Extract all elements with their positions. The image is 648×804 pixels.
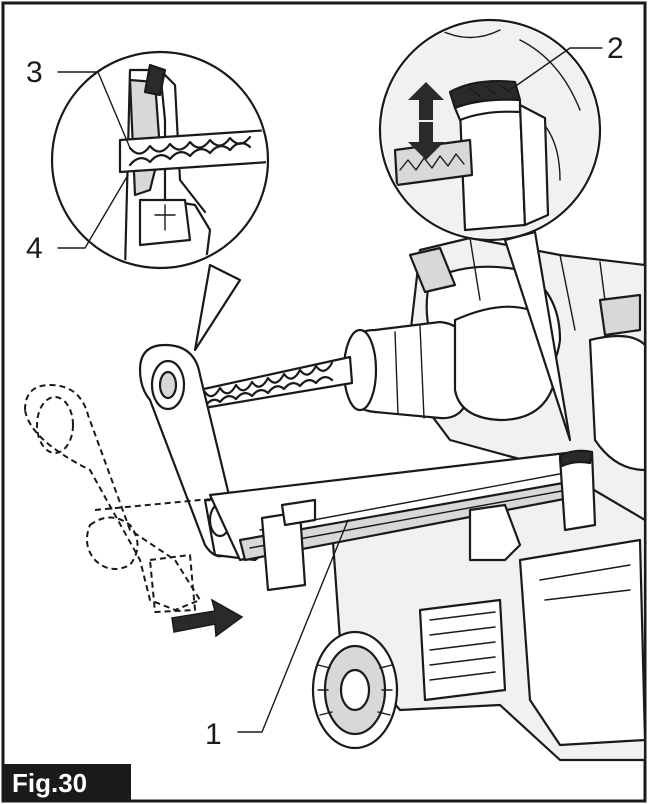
callout-label-1: 1 [205, 718, 222, 751]
callout-leader-1 [237, 519, 349, 733]
slide-direction-arrow-icon [171, 598, 244, 638]
detail-magnifier-left [50, 50, 270, 352]
chuck-assembly [342, 305, 557, 422]
detail-magnifier-right [378, 18, 603, 442]
callout-label-2: 2 [607, 32, 624, 65]
callout-label-3: 3 [26, 56, 43, 89]
figure-number-tag: Fig.30 [4, 764, 131, 802]
guide-rail [208, 449, 597, 592]
callout-label-4: 4 [26, 232, 43, 265]
up-down-arrow-icon [408, 82, 444, 160]
